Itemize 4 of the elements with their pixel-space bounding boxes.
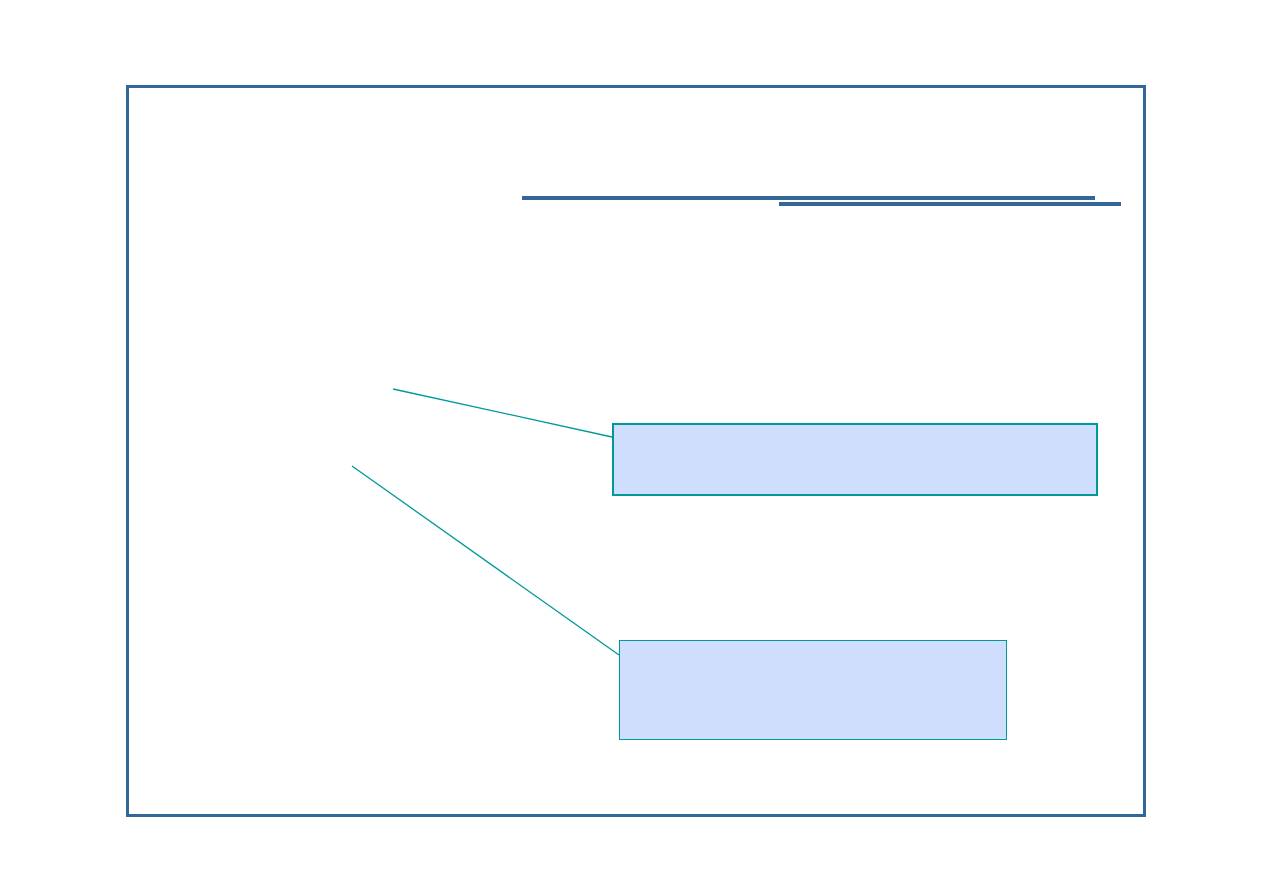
leader-line xyxy=(351,465,620,656)
callout-box xyxy=(612,423,1098,496)
leader-line xyxy=(392,388,613,438)
callout-box xyxy=(619,640,1007,740)
